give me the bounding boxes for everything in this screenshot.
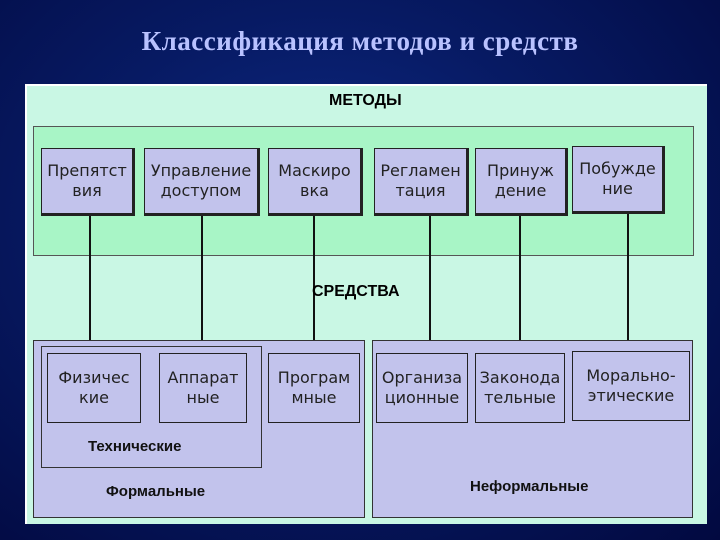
method-box-motivation: Побужде ние: [572, 146, 665, 214]
method-box-masking: Маскиро вка: [268, 148, 363, 216]
method-box-regulation: Регламен тация: [374, 148, 469, 216]
means-box-moral-ethical: Морально- этические: [572, 351, 690, 421]
connector-line: [89, 214, 91, 352]
connector-line: [429, 214, 431, 352]
means-box-organizational: Организа ционные: [376, 353, 468, 423]
formal-label: Формальные: [106, 483, 206, 500]
connector-line: [627, 212, 629, 352]
means-box-hardware: Аппарат ные: [159, 353, 247, 423]
technical-label: Технические: [88, 438, 182, 455]
connector-line: [201, 214, 203, 352]
connector-line: [519, 214, 521, 352]
slide-title: Классификация методов и средств: [141, 26, 579, 56]
means-box-legislative: Законода тельные: [475, 353, 565, 423]
connector-line: [313, 214, 315, 352]
means-box-software: Програм мные: [268, 353, 360, 423]
method-box-obstacles: Препятст вия: [41, 148, 135, 216]
means-box-physical: Физичес кие: [47, 353, 141, 423]
informal-label: Неформальные: [470, 478, 589, 495]
methods-heading: МЕТОДЫ: [329, 92, 402, 109]
method-box-coercion: Принуж дение: [475, 148, 568, 216]
method-box-access-control: Управление доступом: [144, 148, 260, 216]
means-heading: СРЕДСТВА: [312, 283, 400, 300]
